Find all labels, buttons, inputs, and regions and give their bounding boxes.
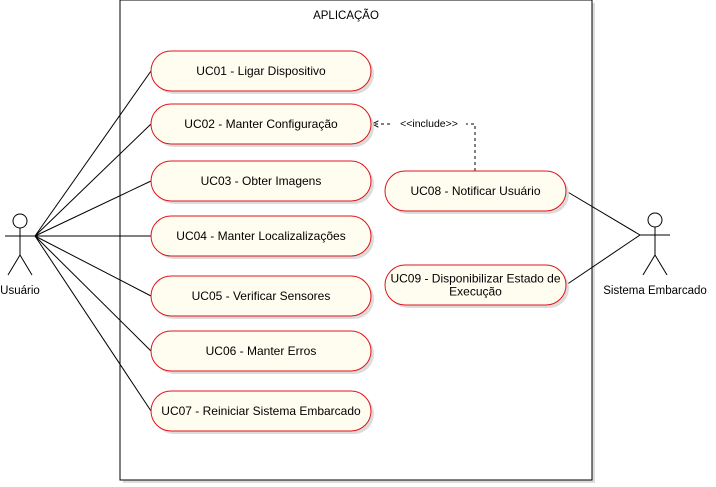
association-user-uc01: [34, 70, 152, 237]
association-user-uc05: [34, 235, 152, 297]
use-case-label: UC07 - Reiniciar Sistema Embarcado: [161, 404, 361, 418]
include-relation: <<include>>: [372, 117, 476, 171]
use-case-label: UC09 - Disponibilizar Estado de: [390, 272, 560, 286]
use-case-shape: [384, 170, 567, 212]
use-case-label: UC05 - Verificar Sensores: [192, 289, 331, 303]
use-case-shape: [150, 103, 372, 145]
embedded-actor-icon: [647, 212, 663, 228]
system-title: APLICAÇÃO: [313, 9, 379, 22]
use-case-label: UC03 - Obter Imagens: [201, 174, 322, 188]
actor-user-label: Usuário: [0, 285, 40, 297]
association-user-uc03: [34, 180, 152, 237]
use-case-uc01: UC01 - Ligar Dispositivo: [150, 50, 374, 94]
actor-embedded-system: Sistema Embarcado: [603, 212, 707, 297]
use-case-shape: [150, 330, 372, 372]
use-case-label: Execução: [449, 285, 502, 299]
use-case-shape: [150, 50, 372, 92]
embedded-associations: [565, 190, 641, 286]
use-case-label: UC08 - Notificar Usuário: [410, 184, 540, 198]
use-case-uc02: UC02 - Manter Configuração: [150, 103, 374, 147]
use-case-shape: [150, 390, 372, 432]
use-case-shape: [150, 160, 372, 202]
association-user-uc02: [34, 123, 152, 237]
association-embedded-uc09: [565, 234, 641, 286]
use-case-label: UC06 - Manter Erros: [206, 344, 317, 358]
association-user-uc07: [34, 235, 152, 412]
use-case-uc03: UC03 - Obter Imagens: [150, 160, 374, 204]
use-case-shape: [150, 275, 372, 317]
actor-embedded-label: Sistema Embarcado: [603, 285, 707, 297]
use-case-shape: [150, 215, 372, 257]
use-case-uc04: UC04 - Manter Localizalizações: [150, 215, 374, 259]
include-label: <<include>>: [400, 118, 458, 130]
actor-user: Usuário: [0, 213, 40, 297]
association-user-uc06: [34, 235, 152, 352]
use-case-uc07: UC07 - Reiniciar Sistema Embarcado: [150, 390, 374, 434]
association-embedded-uc08: [565, 190, 641, 236]
use-case-uc06: UC06 - Manter Erros: [150, 330, 374, 374]
use-case-shape: [384, 264, 567, 306]
user-associations: [34, 70, 152, 412]
use-case-uc05: UC05 - Verificar Sensores: [150, 275, 374, 319]
use-case-label: UC02 - Manter Configuração: [184, 117, 338, 131]
use-case-uc08: UC08 - Notificar Usuário: [384, 170, 569, 214]
use-case-label: UC04 - Manter Localizalizações: [176, 229, 345, 243]
use-case-label: UC01 - Ligar Dispositivo: [196, 64, 326, 78]
user-actor-icon: [12, 213, 28, 229]
